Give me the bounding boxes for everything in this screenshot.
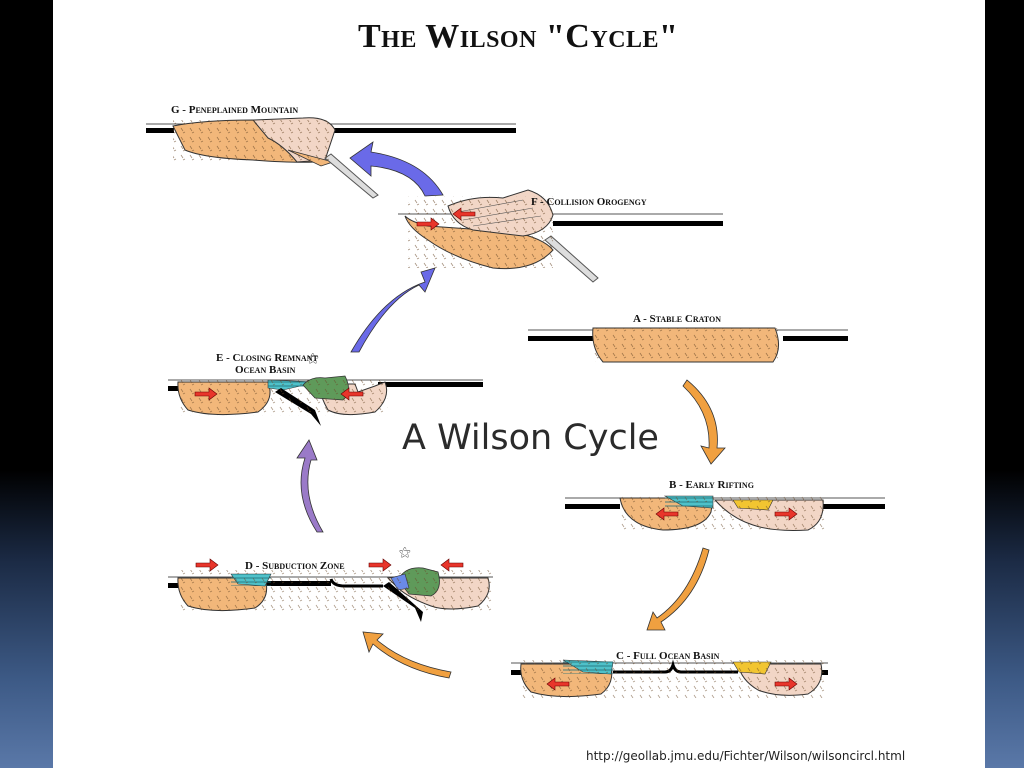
stage-label-a: A - Stable Craton <box>633 313 721 325</box>
force-arrow-icon <box>195 558 219 572</box>
slide: The Wilson "Cycle" <box>53 0 985 768</box>
page-title: The Wilson "Cycle" <box>358 18 679 55</box>
stage-b-early-rifting <box>565 495 885 532</box>
stage-g-peneplained-mountain <box>146 117 516 199</box>
force-arrow-icon <box>416 217 440 231</box>
stage-a-stable-craton <box>528 327 848 363</box>
force-arrow-icon <box>368 558 392 572</box>
force-arrow-icon <box>774 677 798 691</box>
arrow-d-to-e-icon <box>296 439 324 533</box>
stage-label-g: G - Peneplained Mountain <box>171 104 299 116</box>
force-arrow-icon <box>655 507 679 521</box>
force-arrow-icon <box>774 507 798 521</box>
stage-label-f: F - Collision Orogengy <box>531 196 647 208</box>
stage-label-b: B - Early Rifting <box>669 479 754 491</box>
force-arrow-icon <box>440 558 464 572</box>
stage-d-subduction-zone: ⚝ <box>168 545 493 622</box>
force-arrow-icon <box>452 207 476 221</box>
arrow-b-to-c-icon <box>646 547 710 631</box>
wilson-cycle-diagram: ⚝ <box>146 117 885 698</box>
arrow-f-to-g-icon <box>349 141 444 197</box>
force-arrow-icon <box>194 387 218 401</box>
force-arrow-icon <box>340 387 364 401</box>
center-label: A Wilson Cycle <box>402 418 659 458</box>
cycle-arrows <box>296 141 726 679</box>
force-arrow-icon <box>546 677 570 691</box>
source-url: http://geollab.jmu.edu/Fichter/Wilson/wi… <box>586 749 906 763</box>
stage-label-e-line1: E - Closing Remnant <box>216 352 318 364</box>
stage-f-collision-orogeny <box>398 189 723 283</box>
arrow-e-to-f-icon <box>350 267 436 353</box>
stage-e-closing-remnant-ocean-basin: ⚝ <box>168 351 483 426</box>
arrow-c-to-d-icon <box>362 631 452 679</box>
arrow-a-to-b-icon <box>682 379 726 465</box>
volcano-icon: ⚝ <box>307 351 319 365</box>
volcano-icon: ⚝ <box>399 545 411 559</box>
stage-label-c: C - Full Ocean Basin <box>616 650 720 662</box>
stage-label-e-line2: Ocean Basin <box>235 364 296 376</box>
stage-c-full-ocean-basin <box>511 659 828 698</box>
stage-label-d: D - Subduction Zone <box>245 560 345 572</box>
